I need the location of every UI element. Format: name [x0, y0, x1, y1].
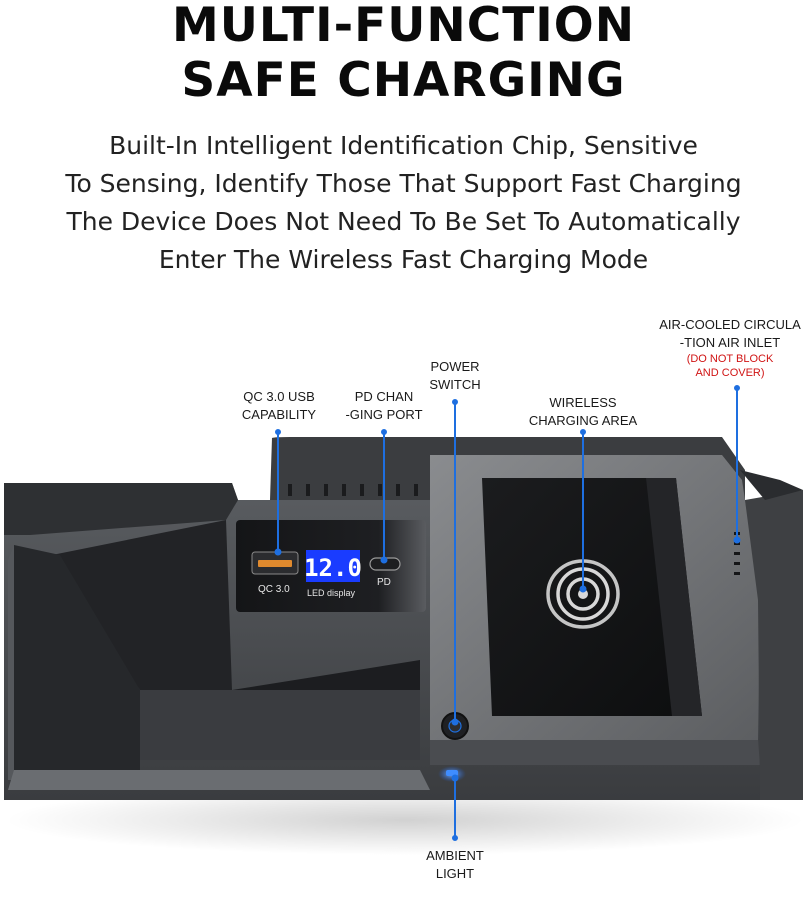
display-value: 12.0: [304, 554, 362, 582]
callout-air-inlet: AIR-COOLED CIRCULA -TION AIR INLET (DO N…: [655, 316, 805, 380]
pd-port-label: PD: [377, 577, 391, 588]
description-line-3: The Device Does Not Need To Be Set To Au…: [66, 207, 741, 236]
air-inlet-warning-2: AND COVER): [695, 367, 765, 379]
callout-power-switch: POWER SWITCH: [429, 359, 481, 392]
headline-line-2: SAFE CHARGING: [181, 53, 626, 108]
air-inlet-warning-1: (DO NOT BLOCK: [686, 353, 774, 365]
callout-ambient-light: AMBIENT LIGHT: [426, 848, 484, 881]
description-line-1: Built-In Intelligent Identification Chip…: [109, 131, 698, 160]
description-line-4: Enter The Wireless Fast Charging Mode: [158, 245, 649, 274]
display-caption: LED display: [307, 588, 356, 598]
wireless-charging-mat[interactable]: [482, 478, 702, 716]
headline-line-1: MULTI-FUNCTION: [171, 0, 636, 53]
callout-lines: [274, 385, 741, 841]
callout-wireless-area: WIRELESS CHARGING AREA: [528, 395, 638, 428]
led-display: [306, 550, 360, 582]
description-line-2: To Sensing, Identify Those That Support …: [65, 169, 742, 198]
callout-qc-usb: QC 3.0 USB CAPABILITY: [241, 389, 317, 422]
qc-port-label: QC 3.0: [258, 584, 290, 595]
rear-vents: [288, 484, 418, 496]
callout-pd-port: PD CHAN -GING PORT: [345, 389, 423, 422]
